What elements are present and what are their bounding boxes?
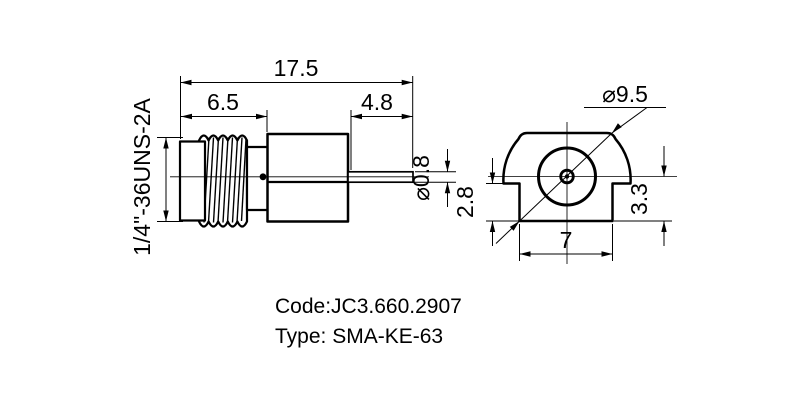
dim-flange-diameter: ⌀9.5 (495, 81, 666, 244)
arrowhead (163, 210, 169, 222)
arrowhead (351, 113, 362, 120)
dim-label-pin-length: 4.8 (361, 89, 393, 115)
notes: Code:JC3.660.2907 Type: SMA-KE-63 (275, 295, 462, 348)
dim-step-height: 2.8 (452, 158, 519, 246)
front-view: 17.5 6.5 4.8 1/4"-36UNS-2A (129, 55, 456, 256)
arrowhead (601, 251, 613, 257)
arrowhead (509, 221, 520, 231)
dim-base-width: 7 (519, 224, 613, 261)
arrowhead (661, 165, 667, 177)
thread-hatch-line (212, 137, 220, 223)
note-code: Code:JC3.660.2907 (275, 295, 462, 318)
thread-hatch-line (217, 137, 224, 223)
dim-label-total-length: 17.5 (274, 55, 319, 81)
dim-center-height: 3.3 (614, 146, 672, 246)
arrowhead (181, 113, 192, 120)
dim-label-step-height: 2.8 (452, 186, 478, 218)
dim-pin-length: 4.8 (350, 89, 413, 170)
arrowhead (256, 113, 267, 120)
arrowhead (519, 251, 531, 257)
thread-section (197, 134, 249, 228)
thread-hatch-line (226, 137, 234, 223)
note-type: Type: SMA-KE-63 (275, 325, 443, 348)
arrowhead (444, 182, 451, 194)
dim-label-thread-spec: 1/4"-36UNS-2A (129, 97, 155, 255)
thread-hatch-line (222, 137, 229, 223)
dim-thread-spec: 1/4"-36UNS-2A (129, 97, 183, 256)
arrowhead (489, 172, 496, 184)
thread-hatch-line (240, 138, 247, 222)
dim-pin-diameter: ⌀0.8 (408, 149, 456, 207)
coupling-nut-face (178, 140, 207, 222)
dim-label-center-height: 3.3 (626, 183, 652, 215)
dim-label-nut-length: 6.5 (207, 89, 239, 115)
end-view: ⌀9.5 2.8 3.3 7 (452, 81, 677, 264)
thread-hatch-line (231, 137, 239, 223)
arrowhead (163, 137, 169, 149)
dim-label-pin-diameter: ⌀0.8 (408, 155, 434, 201)
thread-hatch-line (236, 137, 243, 223)
dim-nut-length: 6.5 (180, 89, 268, 132)
solder-dot (259, 173, 267, 181)
arrowhead (489, 221, 496, 232)
dim-label-flange-diameter: ⌀9.5 (602, 81, 648, 107)
arrowhead (661, 221, 667, 232)
thread-hatching (203, 137, 247, 223)
arrowhead (401, 113, 413, 120)
arrowhead (612, 123, 622, 133)
dim-label-base-width: 7 (560, 227, 573, 253)
arrowhead (444, 160, 451, 172)
arrowhead (401, 79, 413, 86)
thread-hatch-line (207, 137, 215, 223)
body (266, 132, 350, 223)
arrowhead (180, 79, 192, 86)
dim-total-length: 17.5 (180, 55, 414, 168)
